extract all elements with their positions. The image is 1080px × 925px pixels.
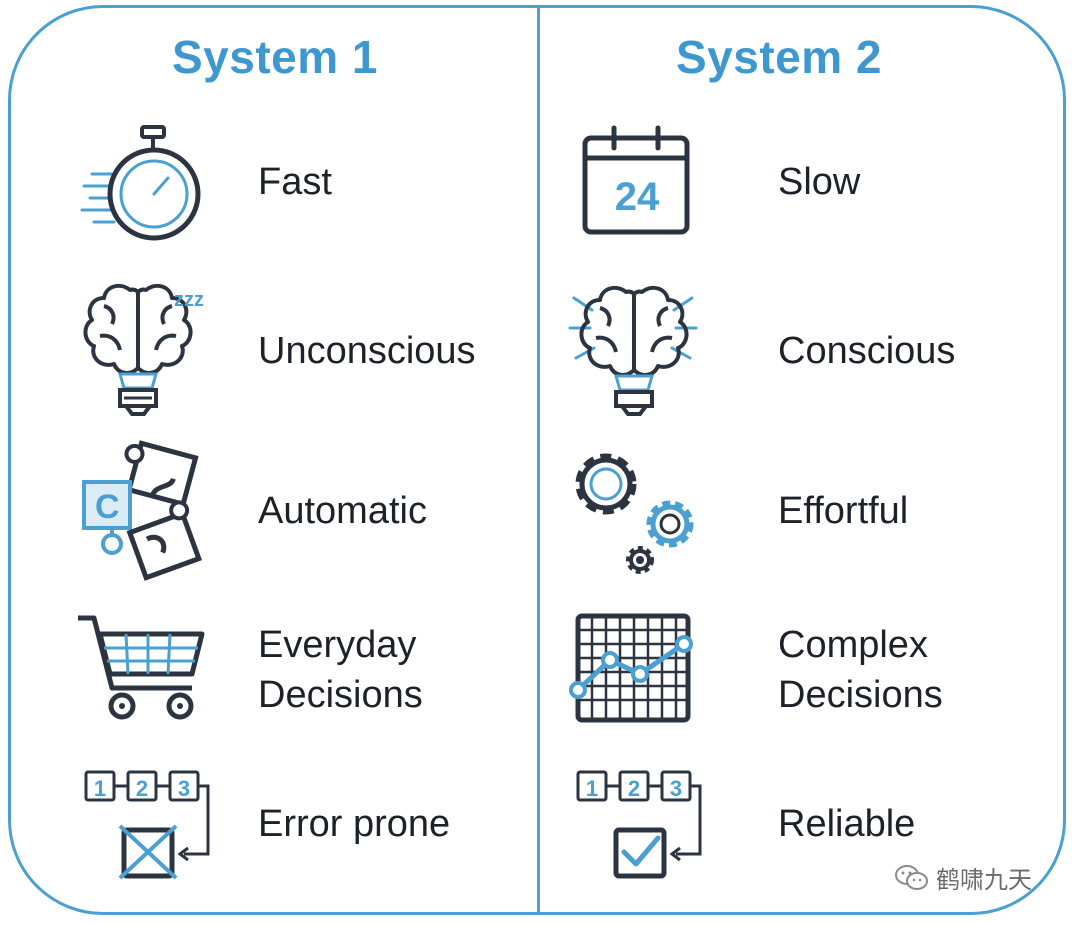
line-chart-grid-icon	[569, 613, 693, 723]
calendar-icon: 24	[582, 125, 690, 235]
system1-title: System 1	[172, 31, 379, 83]
label-fast: Fast	[258, 161, 332, 203]
label-slow: Slow	[778, 161, 861, 203]
label-complex-decisions: Complex Decisions	[778, 624, 943, 716]
gears-icon	[575, 453, 694, 574]
calendar-day: 24	[615, 175, 660, 219]
sleep-z-text: zzz	[174, 289, 204, 311]
label-error-prone: Error prone	[258, 803, 451, 845]
puzzle-pieces-icon: C	[82, 440, 203, 581]
step-2: 2	[136, 776, 148, 801]
step-3: 3	[178, 776, 190, 801]
label-unconscious: Unconscious	[258, 330, 476, 372]
shopping-cart-icon	[78, 615, 205, 720]
step-1: 1	[94, 776, 106, 801]
stopwatch-icon	[80, 125, 201, 241]
glowing-brain-bulb-icon	[568, 285, 698, 416]
watermark-text: 鹤啸九天	[936, 867, 1032, 894]
label-effortful: Effortful	[778, 490, 909, 532]
step-3: 3	[670, 776, 682, 801]
system2-title: System 2	[676, 31, 883, 83]
label-reliable: Reliable	[778, 803, 916, 845]
step-2: 2	[628, 776, 640, 801]
sleeping-brain-bulb-icon: zzz	[83, 283, 204, 416]
steps-checkbox-cross-icon: 1 2 3	[84, 770, 210, 880]
label-conscious: Conscious	[778, 330, 956, 372]
label-automatic: Automatic	[258, 490, 427, 532]
column-divider	[537, 7, 540, 915]
step-1: 1	[586, 776, 598, 801]
chat-bubbles-icon	[895, 864, 928, 890]
watermark: 鹤啸九天	[894, 860, 1032, 895]
steps-checkbox-check-icon: 1 2 3	[576, 770, 702, 879]
label-everyday-decisions: Everyday Decisions	[258, 624, 423, 716]
puzzle-letter: C	[95, 488, 120, 526]
